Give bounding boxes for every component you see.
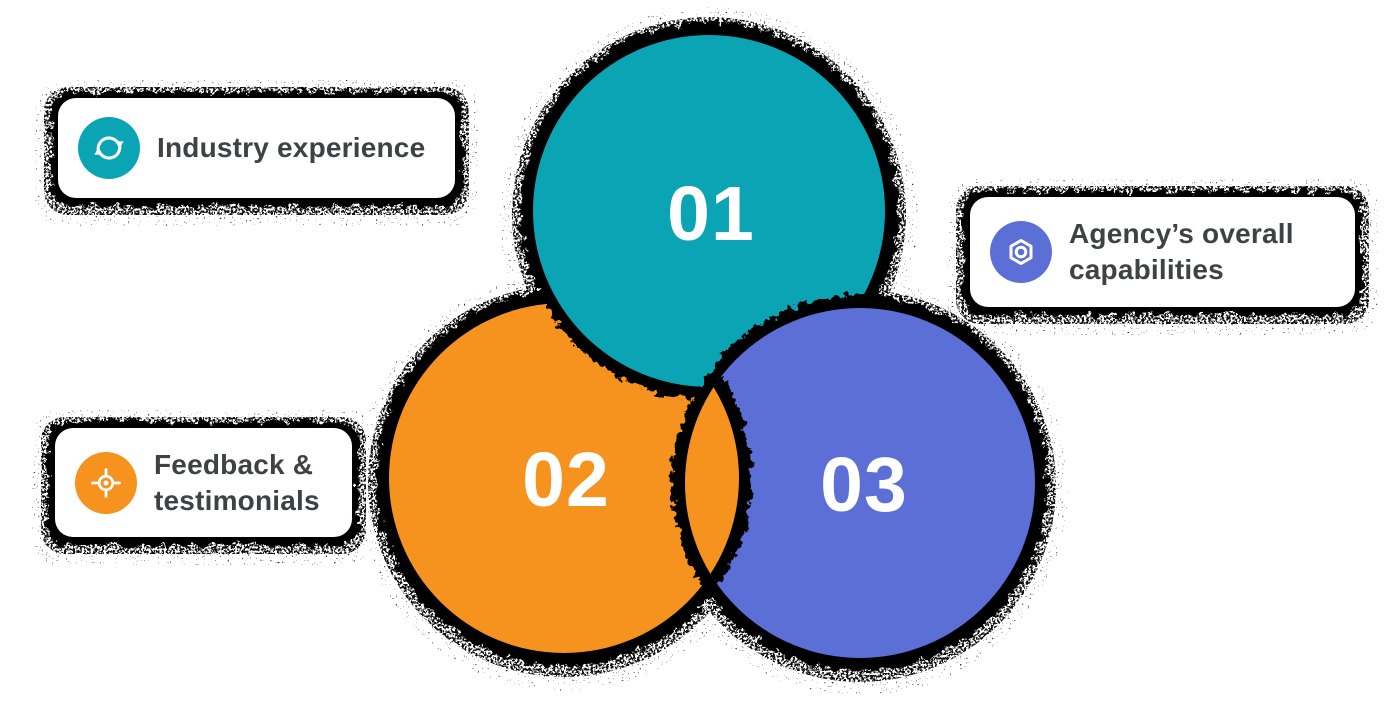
target-icon (75, 451, 137, 514)
sync-icon-arrowhead (94, 148, 102, 155)
hexagon-nut-icon (990, 221, 1052, 283)
circle-01-number: 01 (667, 171, 755, 257)
card-label-line: testimonials (154, 484, 320, 516)
circle-01 (533, 35, 885, 387)
circle-02-number: 02 (522, 437, 610, 523)
card-label-line: Industry experience (157, 132, 426, 163)
target-center-dot (103, 480, 109, 485)
sync-icon-background (78, 117, 140, 179)
circle-03-number: 03 (820, 442, 908, 528)
hexagon-outline (1009, 239, 1033, 265)
card-feedback-testimonials: Feedback & testimonials (55, 428, 352, 537)
sync-icon-arrowhead (116, 141, 124, 148)
card-agency-capabilities: Agency’s overall capabilities (970, 197, 1355, 307)
card-label: Agency’s overall capabilities (1069, 216, 1294, 288)
hexagon-nut-hole (1014, 245, 1028, 259)
target-ticks (91, 467, 121, 498)
card-label-line: Feedback & (154, 448, 314, 480)
target-ring (97, 474, 115, 491)
card-label: Industry experience (157, 130, 425, 166)
circle-03 (685, 308, 1035, 658)
card-label-line: Agency’s overall (1069, 218, 1294, 249)
card-label: Feedback & testimonials (154, 447, 320, 519)
card-industry-experience: Industry experience (58, 98, 455, 198)
sync-icon (78, 117, 140, 179)
card-label-line: capabilities (1069, 254, 1224, 285)
hexagon-nut-icon-background (990, 221, 1052, 283)
